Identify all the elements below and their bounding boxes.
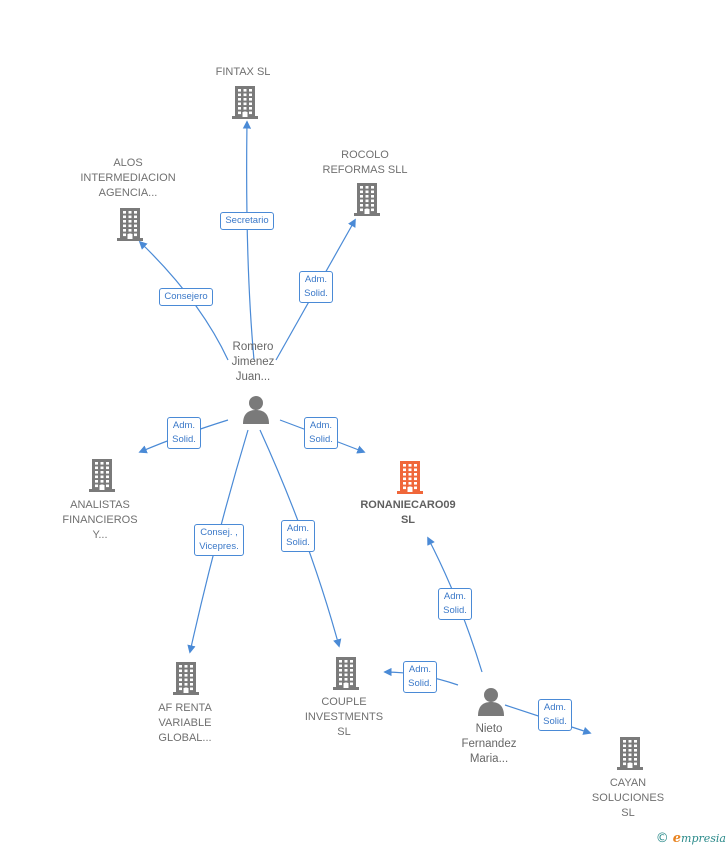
node-label-line: COUPLE [321, 696, 367, 708]
person-icon-romero[interactable] [241, 394, 271, 429]
edge-label-line: Consej. , [200, 527, 238, 538]
node-label-line: SL [400, 514, 416, 526]
edge-romero-fintax [242, 120, 255, 361]
node-label-fintax[interactable]: FINTAX SL [216, 65, 271, 80]
node-label-rocolo[interactable]: ROCOLO REFORMAS SLL [323, 148, 408, 178]
edge-label-line: Adm. [309, 420, 333, 431]
node-label-line: RONANIECARO09 [360, 499, 456, 511]
node-label-line: INTERMEDIACION [80, 172, 176, 184]
edge-label-line: Consejero [164, 291, 208, 302]
edge-label-romero-analistas[interactable]: Adm. Solid. [167, 417, 201, 449]
node-label-line: GLOBAL... [158, 732, 212, 744]
node-label-line: Jimenez [231, 356, 275, 368]
edge-label-line: Secretario [225, 215, 269, 226]
node-label-cayan[interactable]: CAYAN SOLUCIONES SL [592, 776, 664, 821]
node-label-line: ANALISTAS [70, 499, 130, 511]
node-label-line: SOLUCIONES [591, 792, 665, 804]
edge-label-line: Solid. [443, 605, 467, 616]
edge-label-nieto-couple[interactable]: Adm. Solid. [403, 661, 437, 693]
edge-label-line: Solid. [309, 434, 333, 445]
building-icon-analistas[interactable] [89, 458, 115, 497]
node-label-line: VARIABLE [158, 717, 212, 729]
node-label-line: Y... [92, 529, 108, 541]
node-label-line: Maria... [469, 753, 509, 765]
node-label-line: Fernandez [461, 738, 517, 750]
node-label-line: ROCOLO [341, 149, 389, 161]
node-label-line: Nieto [475, 723, 503, 735]
empresia-footer[interactable]: ©empresia [656, 831, 726, 846]
node-label-couple[interactable]: COUPLE INVESTMENTS SL [305, 695, 383, 740]
edge-label-romero-couple[interactable]: Adm. Solid. [281, 520, 315, 552]
node-label-line: INVESTMENTS [304, 711, 384, 723]
building-icon-alos[interactable] [117, 207, 143, 246]
edge-label-line: Adm. [286, 523, 310, 534]
edge-label-romero-afrenta[interactable]: Consej. , Vicepres. [194, 524, 244, 556]
edge-label-line: Adm. [408, 664, 432, 675]
edge-label-line: Adm. [172, 420, 196, 431]
building-icon-rocolo[interactable] [354, 182, 380, 221]
edge-label-romero-fintax[interactable]: Secretario [220, 212, 274, 230]
node-label-line: AF RENTA [158, 702, 212, 714]
node-label-analistas[interactable]: ANALISTAS FINANCIEROS Y... [62, 498, 137, 543]
node-label-line: CAYAN [609, 777, 647, 789]
edge-label-romero-alos[interactable]: Consejero [159, 288, 213, 306]
edge-label-line: Adm. [443, 591, 467, 602]
edge-label-line: Solid. [286, 537, 310, 548]
building-icon-fintax[interactable] [232, 85, 258, 124]
node-label-line: Juan... [235, 371, 271, 383]
node-label-line: REFORMAS SLL [322, 164, 408, 176]
edge-label-line: Solid. [172, 434, 196, 445]
edge-label-line: Vicepres. [199, 541, 239, 552]
node-label-line: FINANCIEROS [62, 514, 138, 526]
person-icon-nieto[interactable] [476, 686, 506, 721]
building-icon-ronaniecaro[interactable] [397, 460, 423, 499]
node-label-line: ALOS [113, 157, 143, 169]
brand-name: mpresia [681, 832, 726, 845]
brand-initial: e [672, 831, 682, 846]
edge-label-nieto-cayan[interactable]: Adm. Solid. [538, 699, 572, 731]
node-label-line: SL [621, 807, 635, 819]
node-label-line: AGENCIA... [98, 187, 158, 199]
edge-label-line: Adm. [543, 702, 567, 713]
node-label-alos[interactable]: ALOS INTERMEDIACION AGENCIA... [80, 156, 175, 201]
node-label-afrenta[interactable]: AF RENTA VARIABLE GLOBAL... [158, 701, 212, 746]
edge-label-romero-rocolo[interactable]: Adm. Solid. [299, 271, 333, 303]
building-icon-afrenta[interactable] [173, 661, 199, 700]
node-label-line: SL [337, 726, 351, 738]
edge-label-romero-ronaniecaro[interactable]: Adm. Solid. [304, 417, 338, 449]
edge-label-line: Solid. [543, 716, 567, 727]
edge-label-line: Solid. [304, 288, 328, 299]
building-icon-couple[interactable] [333, 656, 359, 695]
edge-label-line: Solid. [408, 678, 432, 689]
edge-label-line: Adm. [304, 274, 328, 285]
node-label-line: Romero [232, 341, 274, 353]
edge-label-nieto-ronaniecaro[interactable]: Adm. Solid. [438, 588, 472, 620]
building-icon-cayan[interactable] [617, 736, 643, 775]
node-label-line: FINTAX SL [215, 66, 271, 78]
copyright-symbol: © [655, 831, 669, 846]
